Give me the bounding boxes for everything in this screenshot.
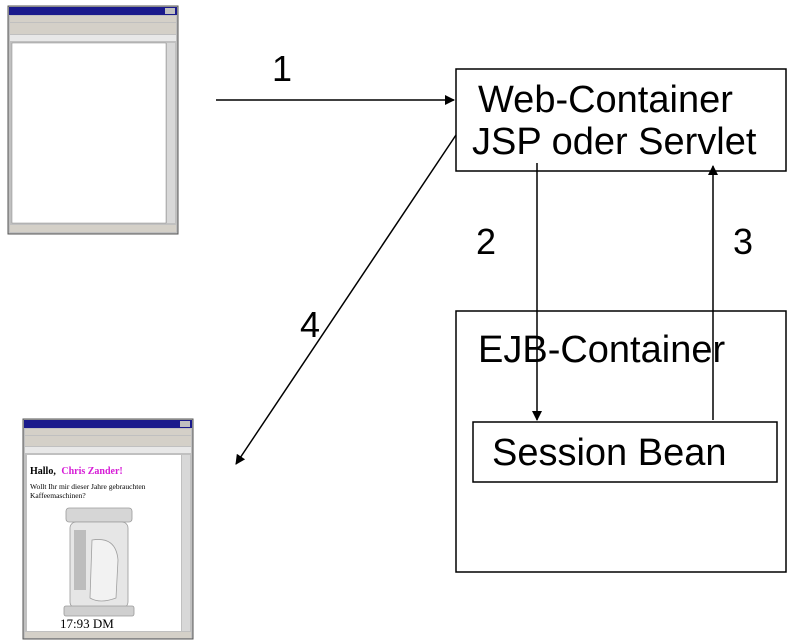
result-browser-menu-bar [25, 429, 191, 435]
result-bottom-text: 17:93 DM [60, 616, 114, 631]
browser-viewport [11, 42, 167, 224]
browser-menu-bar [10, 16, 176, 22]
browser-title-bar [9, 7, 177, 15]
coffee-machine-image [63, 507, 135, 617]
request-browser-window [7, 5, 179, 235]
browser-scrollbar [167, 43, 175, 223]
result-browser-scrollbar [182, 455, 190, 631]
step-1-label: 1 [272, 48, 292, 89]
result-browser-address-bar [25, 447, 191, 453]
message-line-2: Kaffeemaschinen? [30, 491, 86, 500]
response-browser-window: Hallo, Chris Zander! Wollt Ihr mir diese… [22, 418, 194, 640]
browser-toolbar [10, 23, 176, 34]
step-3-label: 3 [733, 221, 753, 262]
greeting-name: Chris Zander! [61, 466, 122, 477]
web-container-subtitle: JSP oder Servlet [472, 121, 757, 163]
web-container-box: Web-Container JSP oder Servlet [455, 68, 787, 172]
result-browser-toolbar [25, 436, 191, 446]
session-bean-label: Session Bean [492, 432, 727, 474]
step-4-label: 4 [300, 304, 320, 345]
web-container-title: Web-Container [478, 79, 733, 121]
step-2-label: 2 [476, 221, 496, 262]
browser-status-bar [10, 225, 176, 232]
result-browser-status-bar [25, 632, 191, 638]
result-browser-close-icon [180, 421, 190, 427]
greeting-text: Hallo, [30, 466, 56, 477]
browser-address-bar [10, 35, 176, 41]
greeting-line: Hallo, Chris Zander! [30, 466, 123, 477]
message-line-1: Wollt Ihr mir dieser Jahre gebrauchten [30, 482, 146, 491]
session-bean-box: Session Bean [472, 421, 778, 483]
arrow-step-4 [235, 134, 457, 465]
result-browser-title-bar [24, 420, 192, 428]
ejb-container-box: EJB-Container [455, 310, 787, 573]
ejb-container-label: EJB-Container [478, 329, 725, 371]
browser-close-icon [165, 8, 175, 14]
